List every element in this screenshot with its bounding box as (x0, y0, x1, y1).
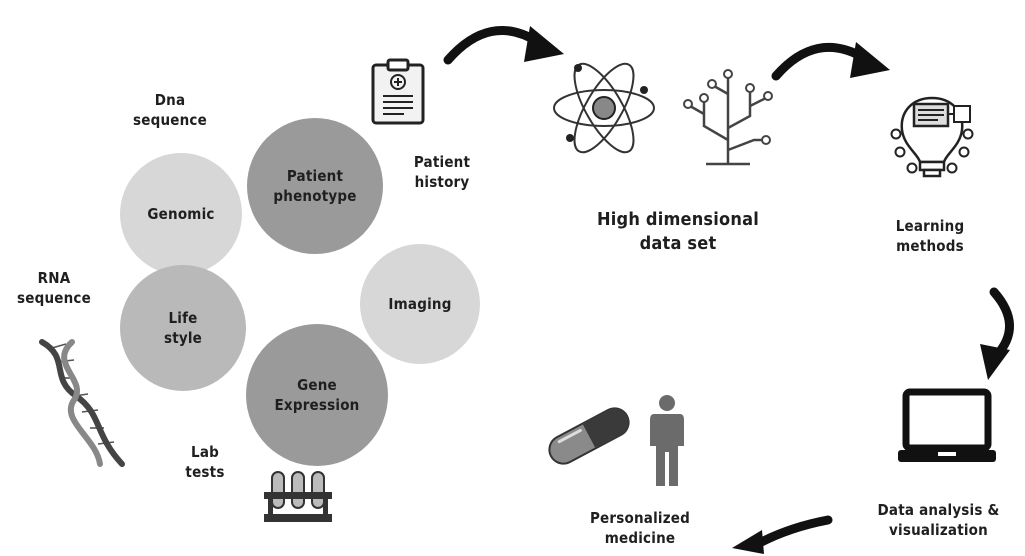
dna-sequence-label: Dna sequence (133, 91, 207, 130)
circle-patient-phenotype: Patient phenotype (247, 118, 383, 254)
person-icon (650, 395, 684, 486)
arrow-to-analysis (980, 287, 1014, 380)
dna-helix-icon (39, 339, 125, 467)
learning-methods-icon (890, 96, 974, 178)
arrow-to-learning (771, 42, 890, 81)
test-tubes-icon (264, 471, 332, 522)
genomic-label: Genomic (147, 204, 215, 223)
circle-life-style: Life style (120, 265, 246, 391)
capsule-icon (548, 407, 630, 465)
circle-genomic: Genomic (120, 153, 242, 275)
arrow-to-medicine (732, 515, 833, 554)
rna-sequence-label: RNA sequence (17, 269, 91, 308)
imaging-label: Imaging (388, 294, 452, 313)
patient-history-label: Patient history (413, 153, 471, 192)
clipboard-icon (371, 58, 425, 125)
circle-imaging: Imaging (360, 244, 480, 364)
life-style-label: Life style (163, 308, 203, 347)
patient-phenotype-label: Patient phenotype (273, 166, 357, 205)
lab-tests-label: Lab tests (185, 443, 225, 482)
gene-expression-label: Gene Expression (274, 375, 360, 414)
atom-icon (553, 62, 655, 154)
circle-gene-expression: Gene Expression (246, 324, 388, 466)
data-analysis-label: Data analysis & visualization (877, 501, 1000, 540)
personalized-medicine-label: Personalized medicine (589, 509, 691, 548)
circuit-tree-icon (683, 69, 773, 166)
arrow-to-data-set (443, 25, 564, 65)
learning-methods-label: Learning methods (895, 217, 965, 256)
laptop-icon (898, 388, 996, 462)
high-dimensional-label: High dimensional data set (597, 209, 759, 255)
